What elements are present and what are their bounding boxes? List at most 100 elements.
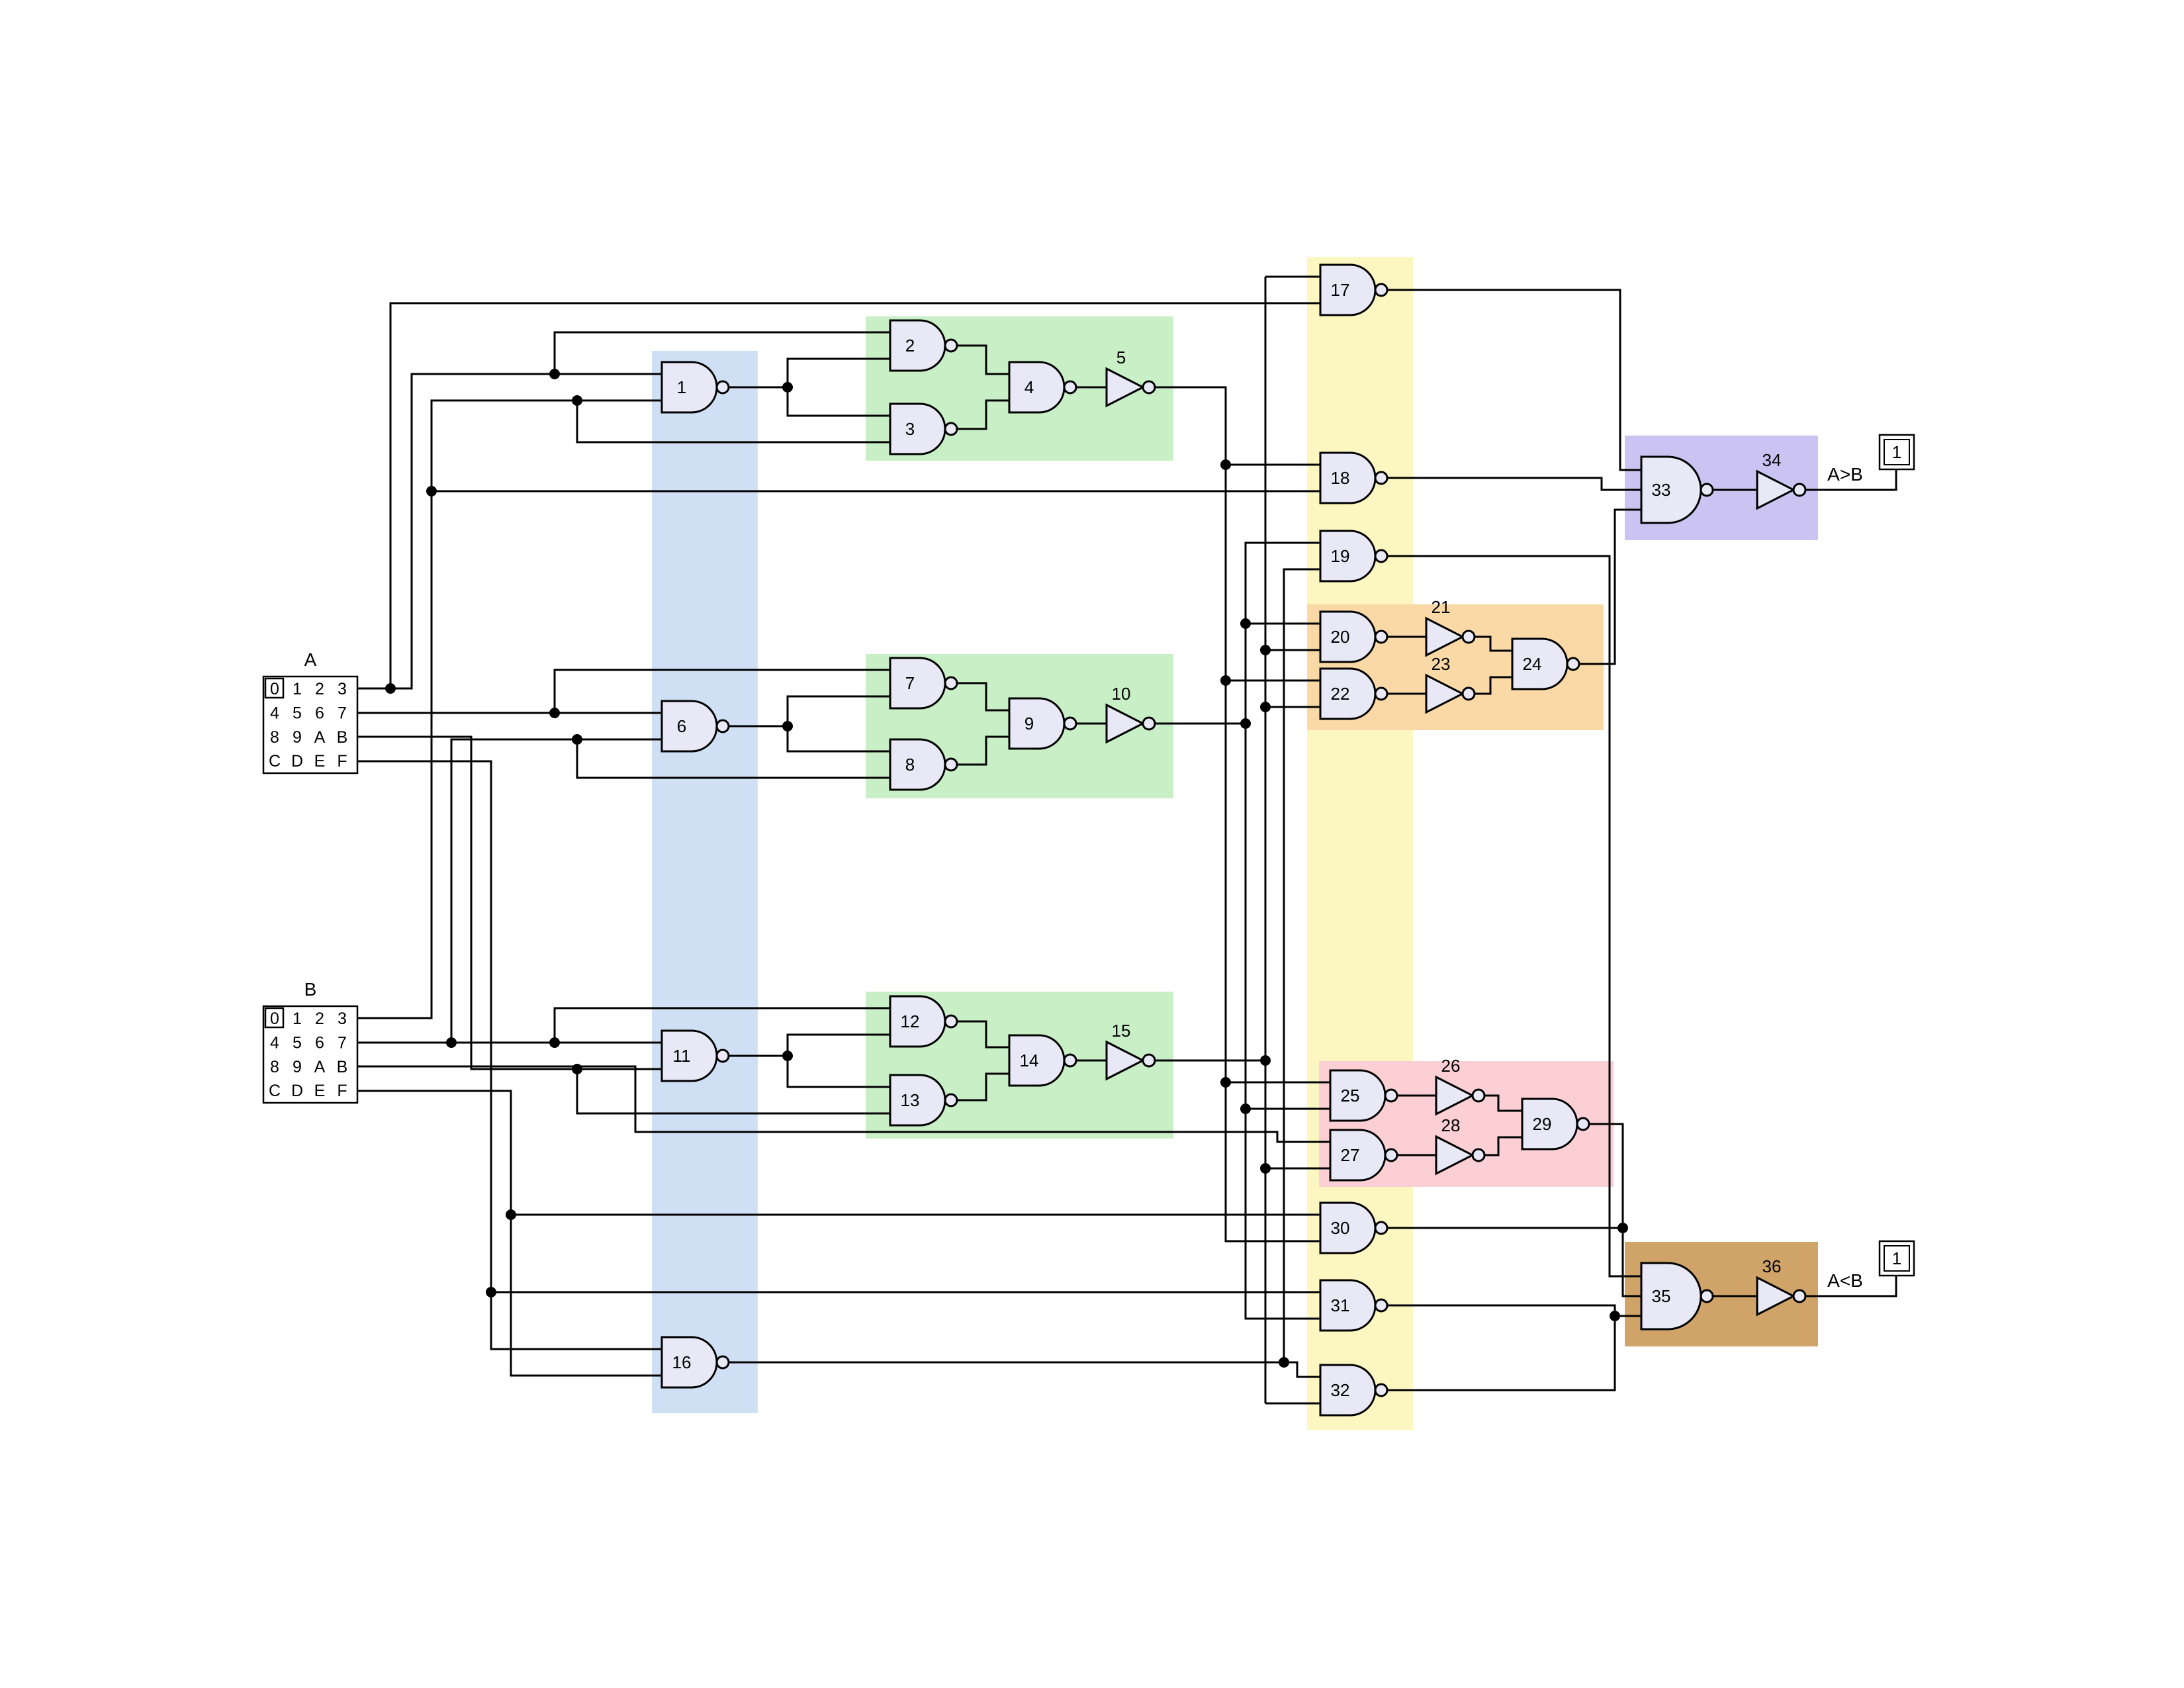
input-a-digit[interactable]: 3 (338, 680, 347, 698)
wire (576, 1069, 890, 1115)
gate-9[interactable]: 9 (1008, 697, 1077, 750)
gate-25[interactable]: 25 (1329, 1069, 1398, 1122)
nand3-gate-body (1640, 1262, 1702, 1331)
gate-8-label: 8 (905, 755, 915, 774)
nand3-gate-body (1640, 455, 1702, 524)
input-b-digit[interactable]: 7 (338, 1033, 347, 1052)
input-a-label: A (304, 649, 317, 670)
gate-19[interactable]: 19 (1319, 530, 1388, 583)
gate-28[interactable]: 28 (1435, 1115, 1486, 1176)
gate-33[interactable]: 33 (1640, 455, 1714, 524)
input-b-digit[interactable]: F (337, 1082, 347, 1100)
input-a-digit[interactable]: A (314, 728, 326, 747)
gate-30[interactable]: 30 (1319, 1201, 1388, 1254)
wire (553, 331, 890, 374)
input-b-digit[interactable]: B (337, 1058, 348, 1076)
wire (957, 682, 1009, 712)
gate-29[interactable]: 29 (1521, 1098, 1590, 1150)
inverter-bubble-icon (944, 676, 958, 690)
input-a-digit[interactable]: C (269, 752, 281, 771)
gate-20[interactable]: 20 (1319, 610, 1388, 663)
gate-14[interactable]: 14 (1008, 1034, 1077, 1087)
input-a-digit[interactable]: 9 (293, 728, 302, 747)
gate-27[interactable]: 27 (1329, 1129, 1398, 1182)
output-a-gt-b-label: A>B (1827, 464, 1863, 485)
input-a-digit[interactable]: 5 (293, 704, 302, 722)
gate-1[interactable]: 1 (660, 361, 730, 414)
gate-9-label: 9 (1024, 714, 1034, 733)
nand-gate-body (660, 700, 718, 753)
gate-2[interactable]: 2 (889, 319, 958, 372)
input-b-digit[interactable]: 5 (293, 1033, 302, 1052)
gate-11[interactable]: 11 (660, 1029, 730, 1082)
input-b-digit[interactable]: 8 (270, 1058, 279, 1076)
gate-23[interactable]: 23 (1425, 654, 1476, 714)
input-a-digit[interactable]: 7 (338, 704, 347, 722)
gate-15[interactable]: 15 (1105, 1021, 1156, 1081)
gate-31[interactable]: 31 (1319, 1279, 1388, 1332)
output-a-lt-b-pin[interactable]: A<B1 (1827, 1240, 1915, 1291)
wire (357, 760, 662, 1350)
junction-dot (782, 1051, 793, 1061)
nand-gate-body (889, 319, 946, 372)
junction-dot (506, 1209, 516, 1220)
nand-gate-body (660, 361, 718, 414)
gate-8[interactable]: 8 (889, 738, 958, 791)
input-b-digit[interactable]: E (314, 1082, 326, 1100)
input-a-digit[interactable]: D (291, 752, 303, 771)
gate-6-label: 6 (677, 716, 686, 736)
input-b-digit[interactable]: 3 (338, 1009, 347, 1028)
gate-36[interactable]: 36 (1756, 1256, 1807, 1317)
wire (1387, 289, 1641, 471)
junction-dot (549, 708, 560, 718)
gate-10[interactable]: 10 (1105, 684, 1156, 744)
output-a-gt-b-pin[interactable]: A>B1 (1827, 434, 1915, 485)
input-b-digit[interactable]: 6 (315, 1033, 324, 1052)
input-a-digit[interactable]: 1 (293, 680, 302, 698)
gate-17[interactable]: 17 (1319, 263, 1388, 316)
gate-6[interactable]: 6 (660, 700, 730, 753)
input-a-digit[interactable]: 6 (315, 704, 324, 722)
input-b-digit[interactable]: A (314, 1058, 326, 1076)
gate-13[interactable]: 13 (889, 1074, 958, 1127)
input-a-digit[interactable]: 2 (315, 680, 324, 698)
wire (357, 1065, 1330, 1143)
gate-35[interactable]: 35 (1640, 1262, 1714, 1331)
input-a-digit[interactable]: E (314, 752, 326, 771)
input-a-digit[interactable]: 8 (270, 728, 279, 747)
gate-5[interactable]: 5 (1105, 348, 1156, 408)
gate-4[interactable]: 4 (1008, 361, 1077, 414)
input-a-digit[interactable]: B (337, 728, 348, 747)
input-a-digit[interactable]: F (337, 752, 347, 771)
input-b-digit[interactable]: 9 (293, 1058, 302, 1076)
gate-24[interactable]: 24 (1511, 637, 1580, 690)
inverter-bubble-icon (1063, 380, 1077, 395)
input-b-digit[interactable]: 4 (270, 1033, 279, 1052)
wire (1579, 508, 1641, 665)
gate-22[interactable]: 22 (1319, 667, 1388, 720)
gate-21[interactable]: 21 (1425, 597, 1476, 657)
junction-dot (782, 382, 793, 393)
input-a-digit[interactable]: 0 (270, 680, 279, 698)
gate-32[interactable]: 32 (1319, 1364, 1388, 1417)
gate-26[interactable]: 26 (1435, 1056, 1486, 1116)
input-b-digit[interactable]: D (291, 1082, 303, 1100)
input-b-digit[interactable]: C (269, 1082, 281, 1100)
gate-18[interactable]: 18 (1319, 451, 1388, 504)
inverter-body (1425, 616, 1465, 657)
gate-34[interactable]: 34 (1756, 450, 1807, 510)
gate-7[interactable]: 7 (889, 657, 958, 710)
gate-12[interactable]: 12 (889, 995, 958, 1048)
wire (1387, 555, 1641, 1278)
gate-26-label: 26 (1441, 1056, 1461, 1076)
gate-16[interactable]: 16 (660, 1336, 730, 1389)
nand-gate-body (889, 402, 946, 455)
input-a-digit[interactable]: 4 (270, 704, 279, 722)
input-b-digit[interactable]: 2 (315, 1009, 324, 1028)
input-b-digit[interactable]: 1 (293, 1009, 302, 1028)
junction-dot (1240, 1103, 1251, 1114)
gate-3[interactable]: 3 (889, 402, 958, 455)
input-b-digit[interactable]: 0 (270, 1009, 279, 1028)
